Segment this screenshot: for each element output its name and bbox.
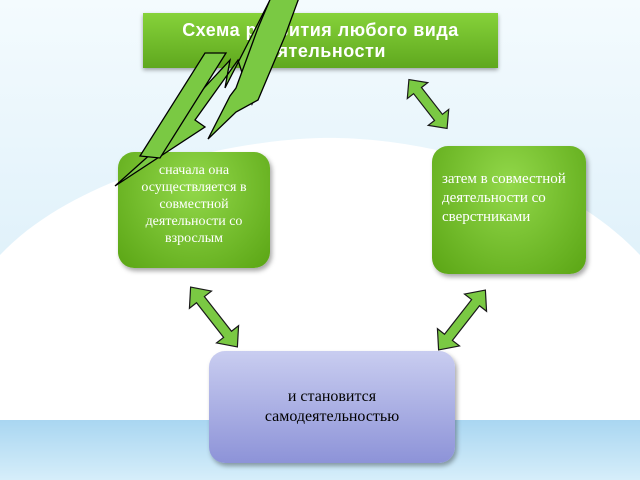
node-self-activity: и становится самодеятельностью <box>209 351 455 463</box>
node-self-activity-text: и становится самодеятельностью <box>264 388 400 425</box>
node-with-adult-text: сначала она осуществляется в совместной … <box>141 163 247 246</box>
diagram-title-text: Схема развития любого вида деятельности <box>182 19 459 61</box>
node-with-peers-text: затем в совместной деятельности со сверс… <box>442 171 566 225</box>
arrow-title-to-left-icon <box>114 0 299 187</box>
double-arrow-left-bottom-icon <box>188 286 240 348</box>
double-arrow-title-right-icon <box>406 78 450 130</box>
node-with-peers: затем в совместной деятельности со сверс… <box>432 146 586 274</box>
double-arrow-right-bottom-icon <box>436 289 488 351</box>
node-with-adult: сначала она осуществляется в совместной … <box>118 152 270 268</box>
